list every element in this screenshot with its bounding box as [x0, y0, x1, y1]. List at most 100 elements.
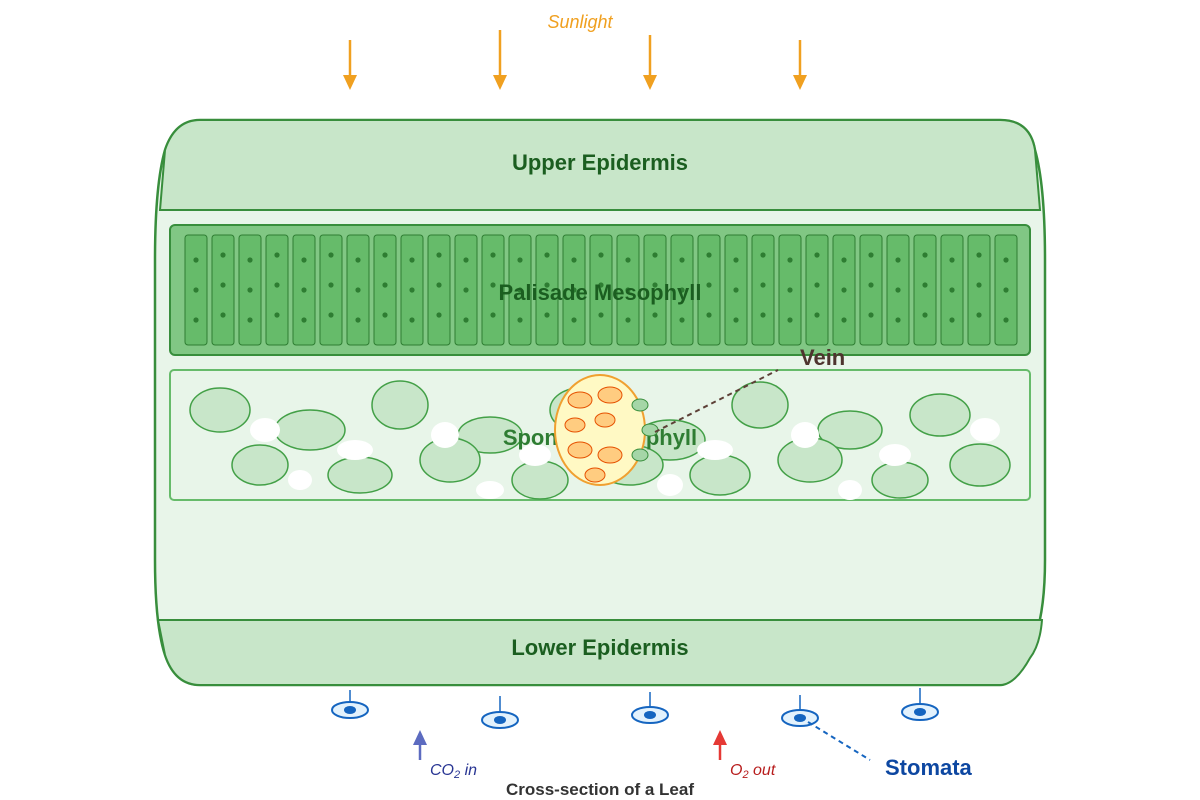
sunlight-arrow-head	[493, 75, 507, 90]
palisade-cell	[967, 234, 991, 346]
sunlight-arrow-head	[793, 75, 807, 90]
vein-sheath-cell	[631, 448, 649, 462]
chloroplast	[490, 282, 496, 288]
vein-pointer-line	[654, 369, 779, 433]
diagram-caption: Cross-section of a Leaf	[506, 780, 694, 799]
chloroplast	[868, 282, 874, 288]
chloroplast	[895, 287, 901, 293]
chloroplast	[274, 312, 280, 318]
air-space	[970, 418, 1000, 442]
vein-xylem-cell	[597, 386, 623, 404]
chloroplast	[517, 317, 523, 323]
chloroplast	[571, 257, 577, 263]
chloroplast	[787, 257, 793, 263]
chloroplast	[193, 287, 199, 293]
chloroplast	[571, 287, 577, 293]
chloroplast	[436, 252, 442, 258]
spongy-cell	[327, 456, 393, 494]
chloroplast	[409, 287, 415, 293]
chloroplast	[355, 287, 361, 293]
chloroplast	[949, 287, 955, 293]
upper-epidermis-label: Upper Epidermis	[512, 150, 688, 175]
chloroplast	[1003, 287, 1009, 293]
chloroplast	[409, 257, 415, 263]
chloroplast	[922, 282, 928, 288]
palisade-cell	[373, 234, 397, 346]
chloroplast	[571, 317, 577, 323]
spongy-cell	[871, 461, 929, 499]
chloroplast	[733, 257, 739, 263]
co2-arrow-head	[413, 730, 427, 745]
chloroplast	[193, 317, 199, 323]
chloroplast	[301, 257, 307, 263]
air-space	[657, 474, 683, 496]
vein-label: Vein	[800, 345, 845, 370]
lower-epidermis-label: Lower Epidermis	[511, 635, 688, 660]
air-space	[697, 440, 733, 460]
sunlight-label: Sunlight	[547, 12, 613, 32]
chloroplast	[733, 287, 739, 293]
palisade-cell	[265, 234, 289, 346]
chloroplast	[382, 282, 388, 288]
chloroplast	[760, 312, 766, 318]
palisade-cell	[751, 234, 775, 346]
chloroplast	[760, 252, 766, 258]
vein-phloem-cell	[567, 441, 593, 459]
chloroplast	[841, 287, 847, 293]
vein-sheath-cell	[641, 423, 659, 437]
chloroplast	[409, 317, 415, 323]
vein-xylem-cell	[594, 412, 616, 428]
chloroplast	[463, 257, 469, 263]
chloroplast	[544, 252, 550, 258]
stomata-group	[331, 688, 939, 729]
chloroplast	[706, 252, 712, 258]
chloroplast	[355, 317, 361, 323]
chloroplast	[760, 282, 766, 288]
chloroplast	[625, 317, 631, 323]
spongy-cell	[731, 381, 789, 429]
chloroplast	[841, 257, 847, 263]
chloroplast	[301, 317, 307, 323]
upper-epidermis	[158, 119, 1042, 211]
chloroplast	[733, 317, 739, 323]
chloroplast	[868, 312, 874, 318]
air-space	[879, 444, 911, 466]
stoma-pore	[644, 711, 656, 719]
palisade-cell	[643, 234, 667, 346]
chloroplast	[652, 252, 658, 258]
air-space	[519, 444, 551, 466]
vein-phloem-cell	[597, 446, 623, 464]
chloroplast	[463, 287, 469, 293]
sunlight-arrow-head	[643, 75, 657, 90]
chloroplast	[895, 317, 901, 323]
palisade-cell	[535, 234, 559, 346]
stoma-pore	[794, 714, 806, 722]
chloroplast	[652, 282, 658, 288]
vein-xylem-cell	[564, 417, 586, 433]
chloroplast	[706, 282, 712, 288]
air-space	[250, 418, 280, 442]
vein	[554, 374, 659, 486]
chloroplast	[301, 287, 307, 293]
spongy-cells	[189, 380, 1011, 500]
chloroplast	[1003, 257, 1009, 263]
palisade-cells	[184, 234, 1018, 346]
chloroplast	[679, 257, 685, 263]
chloroplast	[895, 257, 901, 263]
chloroplast	[355, 257, 361, 263]
chloroplast	[490, 252, 496, 258]
chloroplast	[220, 312, 226, 318]
chloroplast	[463, 317, 469, 323]
sunlight-arrows	[343, 30, 807, 90]
chloroplast	[976, 282, 982, 288]
chloroplast	[544, 312, 550, 318]
chloroplast	[814, 312, 820, 318]
chloroplast	[598, 282, 604, 288]
chloroplast	[814, 252, 820, 258]
air-space	[337, 440, 373, 460]
chloroplast	[868, 252, 874, 258]
chloroplast	[841, 317, 847, 323]
vein-sheath-cell	[631, 398, 649, 412]
spongy-cell	[274, 409, 346, 451]
chloroplast	[517, 287, 523, 293]
